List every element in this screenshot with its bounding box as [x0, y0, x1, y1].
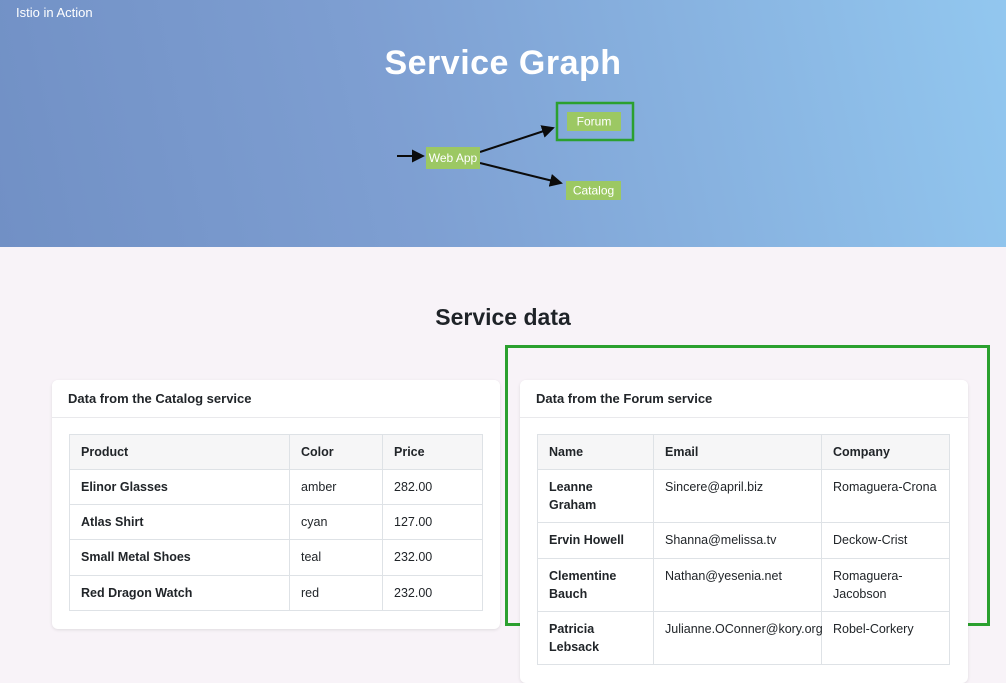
forum-card-highlight: Data from the Forum service Name Email C… — [505, 345, 990, 683]
forum-card-body: Name Email Company Leanne Graham Sincere… — [520, 418, 968, 683]
table-row: Elinor Glasses amber 282.00 — [69, 469, 483, 506]
section-title: Service data — [435, 304, 571, 330]
forum-node-label: Forum — [577, 115, 612, 129]
name-cell: Ervin Howell — [537, 522, 654, 559]
name-cell: Leanne Graham — [537, 469, 654, 524]
price-cell: 282.00 — [382, 469, 483, 506]
name-cell: Patricia Lebsack — [537, 610, 654, 666]
catalog-table: Product Color Price Elinor Glasses amber… — [69, 433, 483, 611]
forum-header-row: Name Email Company — [537, 433, 950, 471]
catalog-card-body: Product Color Price Elinor Glasses amber… — [52, 418, 500, 629]
catalog-card-header: Data from the Catalog service — [52, 380, 500, 418]
forum-card-header: Data from the Forum service — [520, 380, 968, 418]
table-row: Atlas Shirt cyan 127.00 — [69, 504, 483, 541]
webapp-node-label: Web App — [429, 151, 478, 165]
table-row: Red Dragon Watch red 232.00 — [69, 574, 483, 611]
column-header-email: Email — [653, 433, 822, 471]
column-header-company: Company — [821, 433, 950, 471]
column-header-name: Name — [537, 433, 654, 471]
column-header-product: Product — [69, 433, 290, 471]
edge-webapp-forum — [479, 125, 555, 153]
color-cell: cyan — [289, 504, 383, 541]
email-cell: Nathan@yesenia.net — [653, 557, 822, 612]
product-cell: Elinor Glasses — [69, 469, 290, 506]
email-cell: Sincere@april.biz — [653, 469, 822, 524]
graph-node-forum[interactable]: Forum — [567, 112, 621, 131]
graph-node-catalog[interactable]: Catalog — [566, 181, 621, 200]
company-cell: Deckow-Crist — [821, 522, 950, 559]
table-row: Patricia Lebsack Julianne.OConner@kory.o… — [537, 610, 950, 666]
email-cell: Shanna@melissa.tv — [653, 522, 822, 559]
company-cell: Robel-Corkery — [821, 610, 950, 666]
table-row: Small Metal Shoes teal 232.00 — [69, 539, 483, 576]
price-cell: 127.00 — [382, 504, 483, 541]
catalog-node-label: Catalog — [573, 184, 614, 198]
company-cell: Romaguera-Crona — [821, 469, 950, 524]
page-title: Service Graph — [384, 44, 622, 82]
column-header-price: Price — [382, 433, 483, 471]
catalog-header-row: Product Color Price — [69, 433, 483, 471]
color-cell: red — [289, 574, 383, 611]
catalog-service-card: Data from the Catalog service Product Co… — [52, 380, 500, 629]
forum-node-highlight — [555, 101, 635, 142]
edge-webapp-catalog — [479, 162, 563, 187]
brand-title: Istio in Action — [16, 5, 93, 20]
table-row: Clementine Bauch Nathan@yesenia.net Roma… — [537, 557, 950, 612]
table-row: Leanne Graham Sincere@april.biz Romaguer… — [537, 469, 950, 524]
column-header-color: Color — [289, 433, 383, 471]
color-cell: amber — [289, 469, 383, 506]
product-cell: Red Dragon Watch — [69, 574, 290, 611]
forum-table: Name Email Company Leanne Graham Sincere… — [537, 433, 950, 666]
company-cell: Romaguera-Jacobson — [821, 557, 950, 612]
email-cell: Julianne.OConner@kory.org — [653, 610, 823, 666]
hero-banner: Istio in Action Service Graph Web App Fo… — [0, 0, 1006, 247]
product-cell: Atlas Shirt — [69, 504, 290, 541]
service-graph: Web App Forum Catalog — [397, 101, 635, 200]
table-row: Ervin Howell Shanna@melissa.tv Deckow-Cr… — [537, 522, 950, 559]
graph-node-webapp[interactable]: Web App — [426, 147, 480, 169]
product-cell: Small Metal Shoes — [69, 539, 290, 576]
price-cell: 232.00 — [382, 574, 483, 611]
price-cell: 232.00 — [382, 539, 483, 576]
name-cell: Clementine Bauch — [537, 557, 654, 612]
color-cell: teal — [289, 539, 383, 576]
forum-service-card: Data from the Forum service Name Email C… — [520, 380, 968, 683]
